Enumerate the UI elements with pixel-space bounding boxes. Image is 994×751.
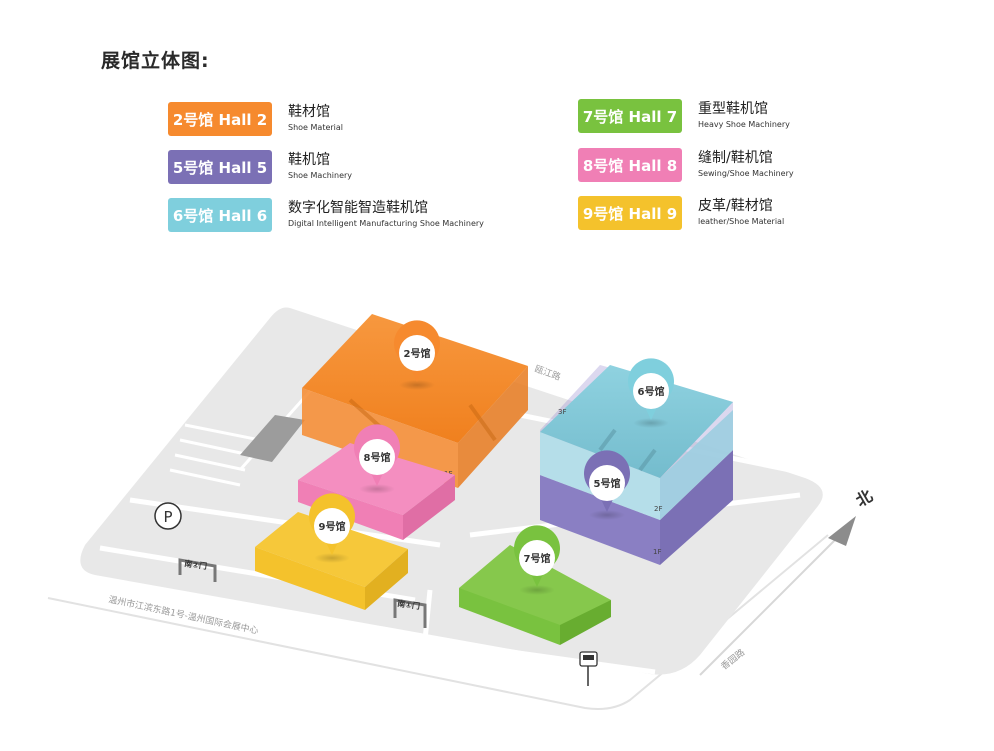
- hall-2-side: [458, 366, 528, 488]
- legend-en: Digital Intelligent Manufacturing Shoe M…: [288, 218, 484, 228]
- legend-cn: 皮革/鞋材馆: [698, 198, 773, 215]
- legend-badge: 7号馆 Hall 7: [578, 99, 682, 133]
- pin-label: 2号馆: [404, 347, 431, 360]
- legend-cn: 鞋机馆: [288, 152, 330, 169]
- hall-5-side: [660, 450, 733, 565]
- legend-badge: 8号馆 Hall 8: [578, 148, 682, 182]
- pin-hall-9[interactable]: 9号馆: [309, 493, 356, 563]
- gate-label: 南①门: [397, 598, 421, 611]
- outer-road-line: [47, 534, 829, 710]
- pin-label: 8号馆: [364, 451, 391, 464]
- hall-6-floor-1: 1F: [653, 548, 661, 556]
- legend-badge: 5号馆 Hall 5: [168, 150, 272, 184]
- ramp: [240, 415, 305, 462]
- hall-9-front: [255, 547, 365, 610]
- hall-6-floor-3: 3F: [558, 408, 566, 416]
- page-title: 展馆立体图:: [101, 50, 210, 72]
- parking-icon: P: [154, 502, 182, 530]
- north-arrow-line: [699, 532, 843, 676]
- bus-stop-icon: [579, 651, 598, 686]
- legend-badge: 6号馆 Hall 6: [168, 198, 272, 232]
- pin-hall-8[interactable]: 8号馆: [354, 424, 400, 494]
- hall-7-front-face: [459, 588, 560, 645]
- pin-label: 5号馆: [594, 477, 621, 490]
- hall-8-side: [403, 475, 455, 540]
- pin-hall-7[interactable]: 7号馆: [514, 525, 560, 595]
- north-arrow-icon: [828, 516, 856, 546]
- hall-7-side: [560, 600, 611, 645]
- legend-cn: 重型鞋机馆: [698, 101, 768, 118]
- legend-en: leather/Shoe Material: [698, 216, 785, 226]
- pin-hall-6[interactable]: 6号馆: [628, 358, 674, 428]
- legend-en: Heavy Shoe Machinery: [698, 119, 790, 129]
- legend-en: Shoe Material: [288, 122, 344, 132]
- hall-2-roof: [302, 314, 528, 443]
- hall-9-side: [365, 549, 408, 610]
- hall-6-ramp-lines: [598, 428, 657, 472]
- north-label: 北: [853, 486, 876, 510]
- legend-cn: 鞋材馆: [288, 104, 330, 121]
- hall-6-floor-2: 2F: [654, 505, 662, 513]
- parking-label: P: [163, 508, 172, 526]
- legend-en: Shoe Machinery: [288, 170, 353, 180]
- legend-badge: 2号馆 Hall 2: [168, 102, 272, 136]
- road-right: 香园路: [718, 646, 747, 672]
- gate-south-2[interactable]: 南②门: [178, 558, 217, 582]
- pin-hall-5[interactable]: 5号馆: [584, 450, 630, 520]
- hall-5-front: [540, 475, 660, 565]
- pin-label: 7号馆: [524, 552, 551, 565]
- pin-label: 6号馆: [638, 385, 665, 398]
- pin-label: 9号馆: [319, 520, 346, 533]
- hall-6-side-low: [660, 410, 733, 520]
- gate-south-1[interactable]: 南①门: [393, 598, 427, 628]
- legend-en: Sewing/Shoe Machinery: [698, 168, 794, 178]
- gate-label: 南②门: [184, 558, 208, 571]
- legend-badge: 9号馆 Hall 9: [578, 196, 682, 230]
- legend-cn: 数字化智能智造鞋机馆: [288, 200, 428, 217]
- internal-paths: [99, 412, 801, 675]
- pin-hall-2[interactable]: 2号馆: [394, 320, 441, 390]
- legend-cn: 缝制/鞋机馆: [698, 150, 773, 167]
- road-top: 瓯江路: [533, 363, 562, 384]
